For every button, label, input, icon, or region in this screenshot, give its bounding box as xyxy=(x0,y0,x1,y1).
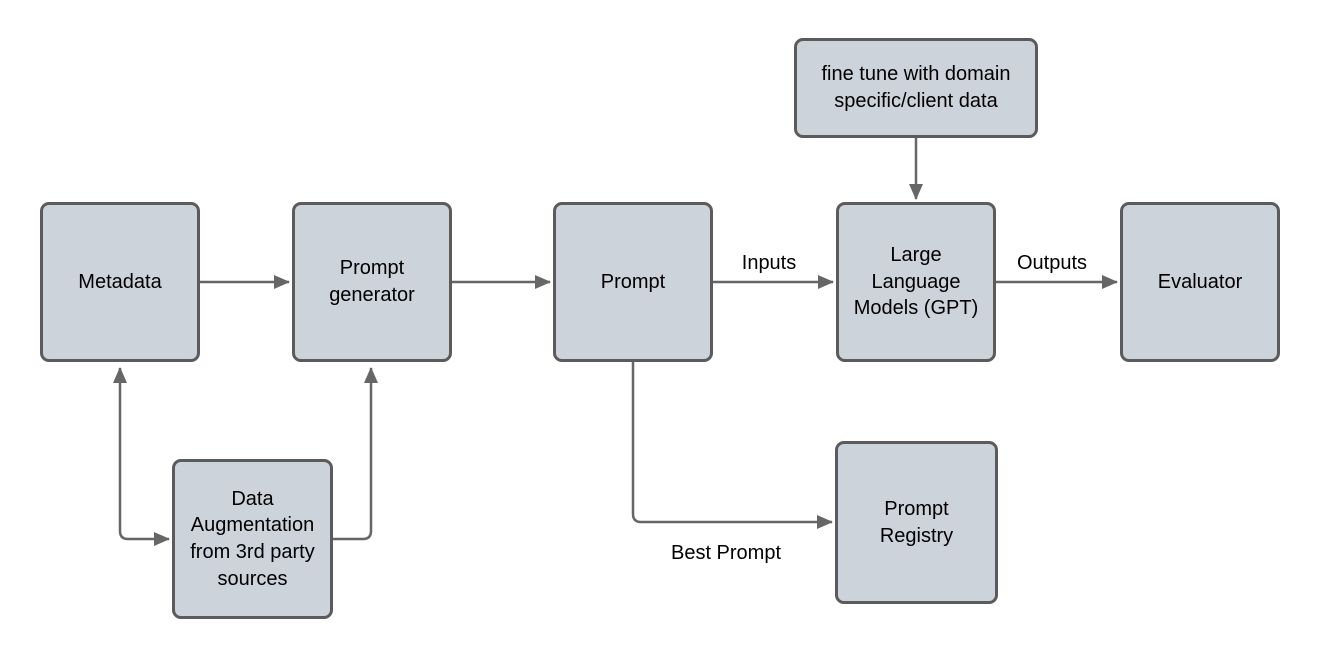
node-metadata-label: Metadata xyxy=(78,270,162,293)
node-metadata: Metadata xyxy=(40,202,200,362)
edge-metadata-and-data-augmentation xyxy=(113,367,170,546)
edge-data-augmentation-to-prompt-generator xyxy=(333,367,378,541)
edge-prompt-to-prompt-registry xyxy=(631,362,833,529)
node-prompt-generator: Prompt generator xyxy=(292,202,452,362)
node-prompt: Prompt xyxy=(553,202,713,362)
node-prompt-label: Prompt xyxy=(600,270,666,293)
node-evaluator: Evaluator xyxy=(1120,202,1280,362)
node-prompt-generator-label: Prompt generator xyxy=(329,257,415,306)
edge-label-outputs: Outputs xyxy=(1014,251,1090,275)
node-fine-tune: fine tune with domain specific/client da… xyxy=(794,38,1038,138)
node-prompt-registry-label: Prompt Registry xyxy=(879,497,954,547)
node-large-language-models: Large Language Models (GPT) xyxy=(836,202,996,362)
node-evaluator-label: Evaluator xyxy=(1157,270,1243,293)
node-data-augmentation-label: Data Augmentation from 3rd party sources xyxy=(190,487,315,590)
edge-label-inputs: Inputs xyxy=(739,251,799,275)
edge-label-best-prompt: Best Prompt xyxy=(668,541,784,565)
node-prompt-registry: Prompt Registry xyxy=(835,441,998,604)
node-fine-tune-label: fine tune with domain specific/client da… xyxy=(821,63,1011,112)
node-large-language-models-label: Large Language Models (GPT) xyxy=(853,244,979,320)
node-data-augmentation: Data Augmentation from 3rd party sources xyxy=(172,459,333,619)
